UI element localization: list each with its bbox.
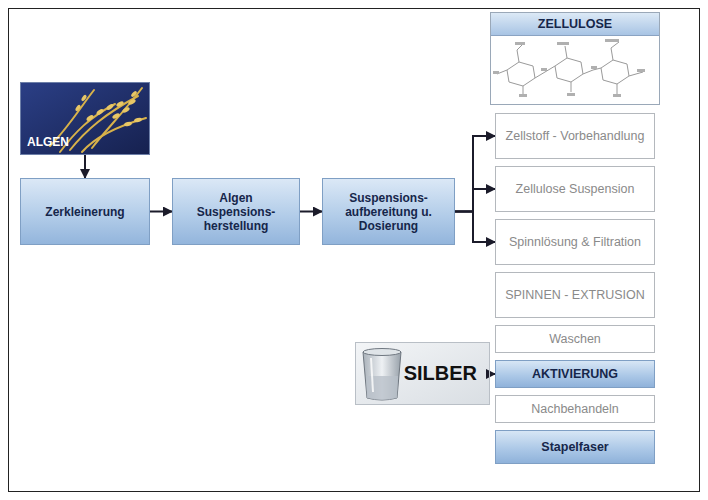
image-box: SILBER — [355, 342, 490, 405]
algae-ground — [20, 82, 150, 155]
header-box: ZELLULOSE — [490, 12, 660, 105]
step-box: Zellulose Suspension — [495, 166, 655, 212]
flow-arrow — [300, 211, 322, 213]
node-text: AKTIVIERUNG — [532, 367, 618, 382]
node-text: Algen Suspensions- herstellung — [187, 191, 285, 233]
step-box: Spinnlösung & Filtration — [495, 219, 655, 265]
node-text: Zerkleinerung — [45, 205, 124, 219]
node-text: ALGEN — [27, 135, 69, 149]
silver-ground — [355, 342, 490, 405]
image-box: ALGEN — [20, 82, 150, 155]
process-box: Suspensions- aufbereitung u. Dosierung — [322, 178, 455, 245]
node-text: ZELLULOSE — [491, 13, 659, 36]
beaker-symbol — [363, 349, 401, 401]
cellulose-atoms — [493, 39, 645, 97]
node-text: Zellstoff - Vorbehandlung — [506, 129, 645, 144]
step-box: Stapelfaser — [495, 430, 655, 464]
flow-arrow — [150, 211, 172, 213]
cellulose-structure — [493, 36, 657, 102]
step-box: SPINNEN - EXTRUSION — [495, 272, 655, 318]
cellulose-rings — [497, 42, 643, 94]
node-text: SILBER — [404, 362, 477, 385]
flow-arrow — [84, 155, 86, 178]
process-box: Zerkleinerung — [20, 178, 150, 245]
step-box: AKTIVIERUNG — [495, 360, 655, 388]
step-box: Waschen — [495, 325, 655, 353]
node-text: Nachbehandeln — [531, 402, 619, 417]
algae-grains — [75, 90, 143, 127]
flow-arrow — [455, 136, 495, 212]
node-text: Stapelfaser — [541, 440, 608, 455]
flow-arrow — [455, 189, 495, 212]
step-box: Zellstoff - Vorbehandlung — [495, 113, 655, 159]
node-text: Suspensions- aufbereitung u. Dosierung — [337, 191, 440, 233]
node-text: Waschen — [549, 332, 601, 347]
node-text: Zellulose Suspension — [516, 182, 635, 197]
process-box: Algen Suspensions- herstellung — [172, 178, 300, 245]
flow-arrow — [455, 212, 495, 243]
node-text: SPINNEN - EXTRUSION — [505, 288, 645, 303]
node-text: Spinnlösung & Filtration — [509, 235, 641, 250]
frame-rect — [9, 9, 700, 492]
step-box: Nachbehandeln — [495, 395, 655, 423]
